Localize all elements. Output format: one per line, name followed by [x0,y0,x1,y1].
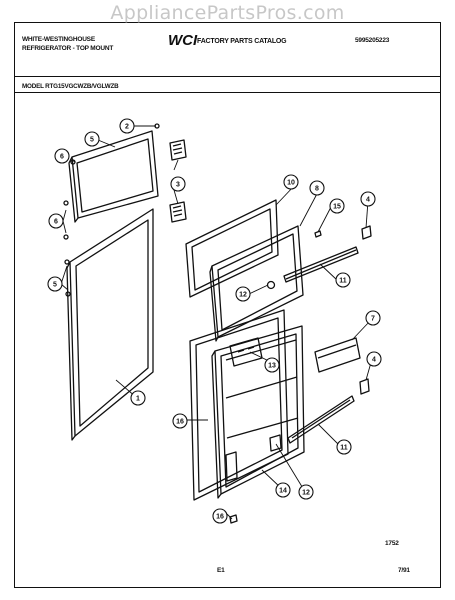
header-divider [15,76,440,77]
callout-label: 6 [60,154,64,161]
callout-12: 12 [298,484,314,500]
callout-circle [360,191,376,207]
callout-13: 13 [264,357,280,373]
catalog-title: FACTORY PARTS CATALOG [197,38,287,45]
callout-circle [119,118,135,134]
callout-circle [47,276,63,292]
svg-text:WCI: WCI [168,33,198,47]
model-divider [15,92,440,93]
callout-label: 6 [54,219,58,226]
callout-label: 11 [340,445,348,452]
callout-circle [130,390,146,406]
callout-circle [366,351,382,367]
callout-15: 15 [329,198,345,214]
callout-circle [309,180,325,196]
callout-label: 12 [302,490,310,497]
callout-label: 4 [372,357,376,364]
catalog-number: 5995205223 [355,37,390,44]
callout-6: 6 [48,213,64,229]
callout-16: 16 [212,508,228,524]
callout-label: 14 [279,488,287,495]
callout-5: 5 [84,131,100,147]
callout-4: 4 [360,191,376,207]
callout-circle [335,272,351,288]
leader-lines [60,125,373,520]
callout-11: 11 [335,272,351,288]
freezer-door-frame [68,130,159,223]
callout-circle [235,286,251,302]
brand-header: WHITE-WESTINGHOUSE REFRIGERATOR - TOP MO… [22,36,113,53]
callout-circle [275,482,291,498]
page-border [14,22,441,588]
callout-label: 16 [216,514,224,521]
callout-circle [172,413,188,429]
callout-label: 12 [239,292,247,299]
callout-circle [48,213,64,229]
callout-12: 12 [235,286,251,302]
callout-circle [336,439,352,455]
callout-circle [298,484,314,500]
fresh-food-door-frame [66,208,154,441]
issue-date: 7/91 [398,567,410,574]
callout-4: 4 [366,351,382,367]
callout-label: 3 [176,182,180,189]
page-code: E1 [217,567,225,574]
wci-logo-icon: WCI [168,33,198,47]
model-line: MODEL RTG15VGCWZB/VGLWZB [22,83,119,90]
fresh-food-door-assembly [189,225,372,524]
callout-circle [365,310,381,326]
drawing-number: 1752 [385,540,399,547]
callout-7: 7 [365,310,381,326]
callout-label: 5 [90,137,94,144]
callout-2: 2 [119,118,135,134]
callout-label: 4 [366,197,370,204]
callout-label: 11 [339,278,347,285]
callout-label: 8 [315,186,319,193]
screws [63,123,160,297]
callout-8: 8 [309,180,325,196]
callout-14: 14 [275,482,291,498]
callout-circle [170,176,186,192]
callout-circle [54,148,70,164]
watermark: AppliancePartsPros.com [110,2,345,24]
callout-circle [329,198,345,214]
callout-label: 7 [371,316,375,323]
callout-label: 10 [287,180,295,187]
callout-label: 1 [136,396,140,403]
brand-name: WHITE-WESTINGHOUSE [22,36,95,43]
callout-circle [212,508,228,524]
callout-5: 5 [47,276,63,292]
callout-1: 1 [130,390,146,406]
callout-label: 16 [176,419,184,426]
callout-circle [264,357,280,373]
callout-3: 3 [170,176,186,192]
callout-label: 5 [53,282,57,289]
callout-10: 10 [283,174,299,190]
callout-circle [283,174,299,190]
callout-11: 11 [336,439,352,455]
callout-label: 13 [268,363,276,370]
callout-label: 2 [125,124,129,131]
callout-16: 16 [172,413,188,429]
hinge-parts [169,139,187,223]
callout-circle [84,131,100,147]
callouts: 2 5 6 3 6 5 1 10 8 15 4 12 11 7 13 4 16 11 14 12 16 [47,118,382,524]
product-type: REFRIGERATOR - TOP MOUNT [22,44,114,52]
callout-6: 6 [54,148,70,164]
callout-label: 15 [333,204,341,211]
